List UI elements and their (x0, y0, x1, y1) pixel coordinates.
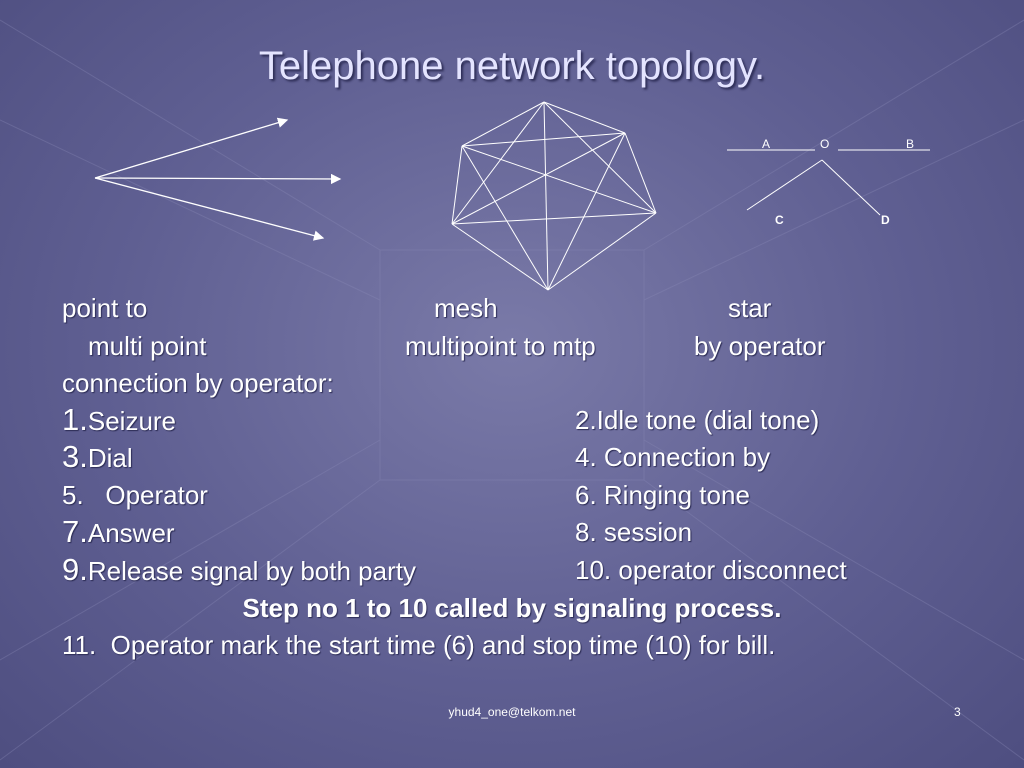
step-7-number: 7. (62, 514, 88, 549)
step-3: 3.Dial (62, 439, 133, 474)
star-diagram: A O B C D (727, 137, 930, 227)
label-multi-point: multi point (88, 331, 207, 361)
label-mesh: mesh (434, 293, 498, 323)
step-1-text: Seizure (87, 406, 177, 436)
step-7: 7.Answer (62, 514, 175, 549)
summary-line: Step no 1 to 10 called by signaling proc… (242, 593, 782, 623)
label-star: star (728, 293, 772, 323)
step-9-number: 9. (62, 552, 88, 587)
mesh-diagram (451, 101, 657, 291)
step-3-text: Dial (87, 443, 133, 473)
step-6: 6. Ringing tone (575, 480, 750, 510)
star-label-c: C (775, 213, 784, 227)
label-multipoint-to-mtp: multipoint to mtp (405, 331, 596, 361)
step-9-text: Release signal by both party (87, 556, 416, 586)
billing-note: 11. Operator mark the start time (6) and… (62, 630, 776, 660)
step-1: 1.Seizure (62, 402, 177, 437)
label-by-operator: by operator (694, 331, 826, 361)
step-5: 5. Operator (62, 480, 208, 510)
step-1-number: 1. (62, 402, 88, 437)
star-label-o: O (820, 137, 829, 151)
step-5-number: 5. (62, 480, 84, 510)
star-label-b: B (906, 137, 914, 151)
step-5-text: Operator (83, 480, 208, 510)
label-point-to: point to (62, 293, 148, 323)
topology-diagrams: A O B C D (94, 101, 930, 291)
point-to-multipoint-diagram (94, 117, 342, 241)
slide-title: Telephone network topology. (258, 44, 766, 88)
step-10: 10. operator disconnect (575, 555, 847, 585)
step-2: 2.Idle tone (dial tone) (575, 405, 820, 435)
step-4: 4. Connection by (575, 442, 771, 472)
step-7-text: Answer (87, 518, 175, 548)
step-9: 9.Release signal by both party (62, 552, 416, 587)
star-label-d: D (881, 213, 890, 227)
connection-heading: connection by operator: (62, 368, 334, 398)
footer-email: yhud4_one@telkom.net (448, 705, 576, 719)
step-3-number: 3. (62, 439, 88, 474)
page-number: 3 (954, 705, 961, 719)
step-8: 8. session (575, 517, 693, 547)
star-label-a: A (762, 137, 770, 151)
